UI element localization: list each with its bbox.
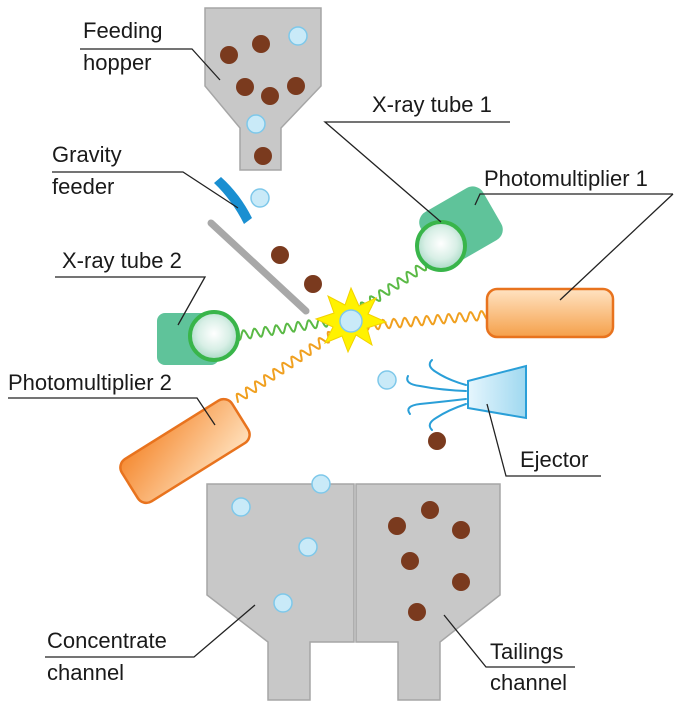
mineral-particle <box>287 77 305 95</box>
leader-lines <box>8 48 674 668</box>
label-gravity-feeder-line2: feeder <box>52 174 114 199</box>
leader-concentrate-channel <box>45 604 256 658</box>
label-xray-tube-2: X-ray tube 2 <box>62 248 182 273</box>
mineral-particle <box>254 147 272 165</box>
mineral-particle <box>401 552 419 570</box>
label-ejector: Ejector <box>520 447 588 472</box>
xray-tube-1 <box>415 186 503 272</box>
label-concentrate-channel-line2: channel <box>47 660 124 685</box>
waste-particle <box>273 593 293 613</box>
mineral-particle <box>271 246 289 264</box>
label-concentrate-channel-line1: Concentrate <box>47 628 167 653</box>
mineral-particle <box>261 87 279 105</box>
leader-gravity-feeder <box>52 171 239 209</box>
ejector-nozzle <box>467 364 527 420</box>
xray-tube-2 <box>157 310 240 365</box>
mineral-particle <box>252 35 270 53</box>
leader-photomultiplier-1 <box>474 193 673 206</box>
leader-xray-tube-2 <box>55 276 207 326</box>
waste-particle <box>246 114 266 134</box>
label-gravity-feeder: Gravity feeder <box>52 142 128 199</box>
waste-particle <box>311 474 331 494</box>
leader-photomultiplier-2 <box>8 397 216 426</box>
waste-particle <box>231 497 251 517</box>
air-jet-stroke <box>406 375 467 392</box>
photomultiplier-1 <box>485 287 615 339</box>
label-tailings-channel-line2: channel <box>490 670 567 695</box>
leader-photomultiplier-1b <box>559 193 674 301</box>
label-xray-tube-1: X-ray tube 1 <box>372 92 492 117</box>
fluorescence-wave-2 <box>235 324 343 403</box>
air-jet <box>406 359 467 431</box>
xray-tube-1-window <box>415 220 467 272</box>
feeder-plate <box>214 177 252 224</box>
leader-xray-tube-1 <box>323 121 510 223</box>
labels: Feeding hopper X-ray tube 1 Gravity feed… <box>8 18 648 695</box>
leader-tailings-channel <box>443 614 575 668</box>
photomultiplier-2 <box>119 397 251 505</box>
tailings-particles <box>388 501 470 621</box>
air-jet-stroke <box>428 359 467 386</box>
mineral-particle <box>452 521 470 539</box>
mineral-particle <box>388 517 406 535</box>
leader-ejector <box>486 403 601 477</box>
label-concentrate-channel: Concentrate channel <box>47 628 173 685</box>
waste-particle <box>377 370 397 390</box>
concentrate-particles <box>231 474 331 613</box>
mineral-particle <box>452 573 470 591</box>
mineral-particle <box>220 46 238 64</box>
ejector <box>406 359 527 431</box>
concentrate-channel <box>206 483 355 701</box>
mineral-particle <box>236 78 254 96</box>
label-feeding-hopper-line1: Feeding <box>83 18 163 43</box>
xray-tube-2-window <box>188 310 240 362</box>
label-gravity-feeder-line1: Gravity <box>52 142 122 167</box>
waste-particle <box>288 26 308 46</box>
mineral-particle <box>408 603 426 621</box>
irradiated-particle <box>339 309 363 333</box>
gravity-chute <box>207 219 310 315</box>
mineral-particle <box>421 501 439 519</box>
waste-particle <box>298 537 318 557</box>
label-tailings-channel: Tailings channel <box>490 639 570 695</box>
leader-feeding-hopper <box>80 48 221 81</box>
label-tailings-channel-line1: Tailings <box>490 639 563 664</box>
label-feeding-hopper: Feeding hopper <box>83 18 169 75</box>
label-feeding-hopper-line2: hopper <box>83 50 152 75</box>
waste-particle <box>250 188 270 208</box>
air-jet-stroke <box>428 403 467 431</box>
mineral-particle <box>428 432 446 450</box>
air-jet-stroke <box>407 398 467 415</box>
label-photomultiplier-1: Photomultiplier 1 <box>484 166 648 191</box>
mineral-particle <box>304 275 322 293</box>
label-photomultiplier-2: Photomultiplier 2 <box>8 370 172 395</box>
hopper-particles <box>220 26 308 165</box>
